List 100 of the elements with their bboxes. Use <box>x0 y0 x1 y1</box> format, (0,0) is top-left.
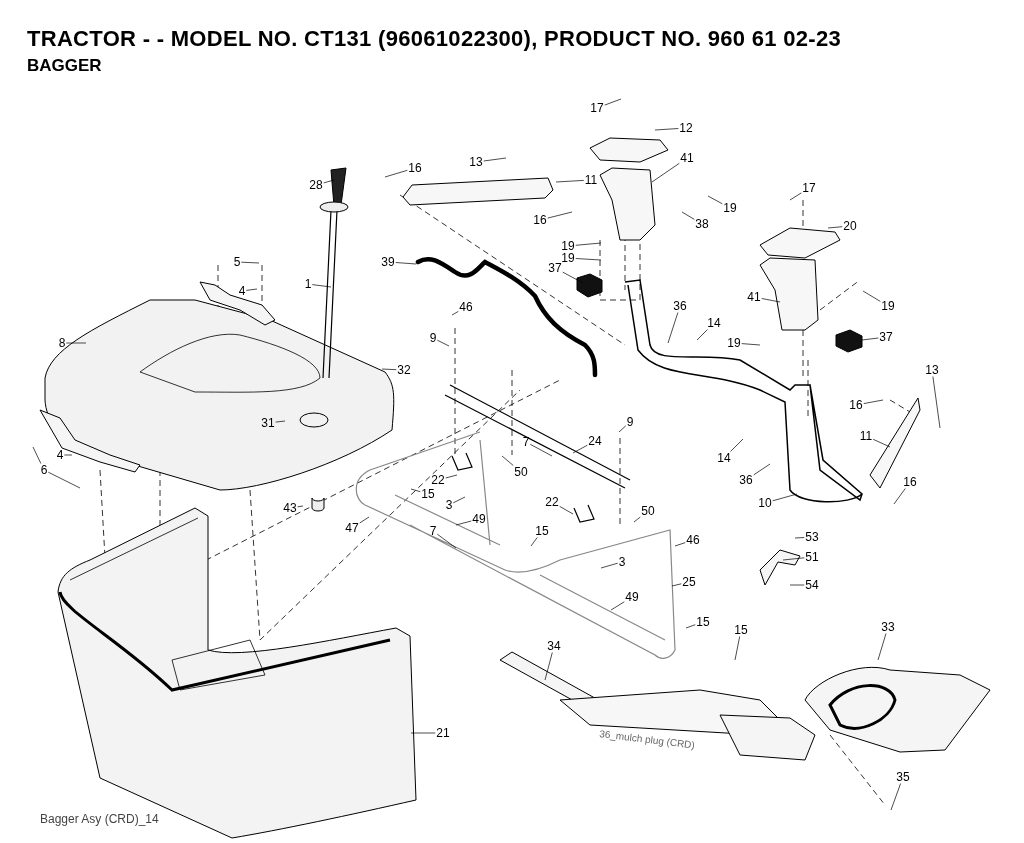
leader-line <box>436 339 450 347</box>
callout-number: 1 <box>303 277 313 291</box>
callout-number: 19 <box>560 239 576 253</box>
callout-number: 50 <box>640 504 656 518</box>
callout-number: 3 <box>617 555 627 569</box>
leader-line <box>555 180 585 183</box>
leader-line <box>436 533 457 549</box>
callout-number: 43 <box>282 501 298 515</box>
leader-line <box>452 496 466 504</box>
leader-line <box>359 516 370 524</box>
leader-line <box>893 488 906 505</box>
leader-line <box>547 211 573 219</box>
callout-number: 38 <box>694 217 710 231</box>
callout-number: 41 <box>679 151 695 165</box>
callout-number: 19 <box>880 299 896 313</box>
leader-line <box>671 583 682 587</box>
leader-line <box>245 288 258 291</box>
section-heading: BAGGER <box>27 56 102 76</box>
leader-line <box>753 463 771 476</box>
callout-number: 17 <box>589 101 605 115</box>
leader-line <box>559 506 574 515</box>
callout-number: 49 <box>624 590 640 604</box>
leader-line <box>890 783 901 811</box>
page-title: TRACTOR - - MODEL NO. CT131 (96061022300), PRODUCT NO. 960 61 02-23 <box>27 26 841 52</box>
callout-number: 47 <box>344 521 360 535</box>
leader-line <box>730 438 744 452</box>
leader-line <box>395 262 417 265</box>
callout-number: 39 <box>380 255 396 269</box>
callout-number: 54 <box>804 578 820 592</box>
leader-line <box>529 443 553 457</box>
leader-line <box>544 652 553 681</box>
leader-line <box>863 399 884 404</box>
callout-number: 7 <box>428 524 438 538</box>
callout-number: 6 <box>39 463 49 477</box>
callout-number: 53 <box>804 530 820 544</box>
leader-line <box>410 488 421 493</box>
leader-line <box>681 211 695 220</box>
drawing-note: 36_mulch plug (CRD) <box>598 728 696 751</box>
leader-line <box>311 284 332 288</box>
leader-line <box>381 368 397 371</box>
leader-line <box>47 471 81 489</box>
callout-number: 15 <box>733 623 749 637</box>
callout-number: 33 <box>880 620 896 634</box>
leader-line <box>932 376 941 429</box>
callout-number: 28 <box>308 178 324 192</box>
leader-line <box>674 542 686 547</box>
callout-number: 10 <box>757 496 773 510</box>
leader-line <box>275 420 286 423</box>
callout-number: 15 <box>534 524 550 538</box>
leader-line <box>827 226 843 229</box>
callout-number: 51 <box>804 550 820 564</box>
leader-line <box>32 446 42 464</box>
callout-number: 9 <box>625 415 635 429</box>
leader-line <box>483 157 507 162</box>
leader-line <box>877 633 887 661</box>
callout-number: 5 <box>232 255 242 269</box>
leader-line <box>562 271 584 284</box>
callout-number: 35 <box>895 770 911 784</box>
callout-number: 16 <box>532 213 548 227</box>
leader-line <box>772 493 798 502</box>
leader-line <box>667 312 679 344</box>
leader-line <box>575 258 602 261</box>
callout-number: 32 <box>396 363 412 377</box>
leader-line <box>530 537 538 547</box>
callout-number: 19 <box>726 336 742 350</box>
leader-line <box>618 425 627 433</box>
callout-number: 16 <box>407 161 423 175</box>
leader-line <box>240 261 260 264</box>
callout-number: 46 <box>458 300 474 314</box>
leader-line <box>410 732 436 734</box>
callout-number: 13 <box>924 363 940 377</box>
leader-line <box>651 162 680 183</box>
callout-number: 19 <box>722 201 738 215</box>
leader-line <box>384 169 408 178</box>
callout-number: 36 <box>738 473 754 487</box>
leader-line <box>734 636 741 661</box>
callout-number: 25 <box>681 575 697 589</box>
callout-number: 37 <box>878 330 894 344</box>
callout-number: 34 <box>546 639 562 653</box>
leader-line <box>794 537 805 539</box>
leader-line <box>741 343 761 346</box>
callout-number: 20 <box>842 219 858 233</box>
leader-line <box>63 454 73 456</box>
leader-line <box>323 179 335 184</box>
callout-number: 31 <box>260 416 276 430</box>
leader-line <box>575 242 602 246</box>
leader-line <box>782 557 805 561</box>
leader-line <box>445 474 458 479</box>
leader-line <box>654 128 679 131</box>
drawing-reference: Bagger Asy (CRD)_14 <box>40 812 159 826</box>
callout-number: 4 <box>237 284 247 298</box>
leader-line <box>789 584 805 586</box>
callout-number: 21 <box>435 726 451 740</box>
callout-number: 3 <box>444 498 454 512</box>
leader-line <box>610 601 625 611</box>
leader-line <box>872 438 891 448</box>
leader-line <box>789 192 802 201</box>
leader-line <box>572 444 588 454</box>
leader-line <box>604 98 622 106</box>
leader-line <box>861 337 879 341</box>
